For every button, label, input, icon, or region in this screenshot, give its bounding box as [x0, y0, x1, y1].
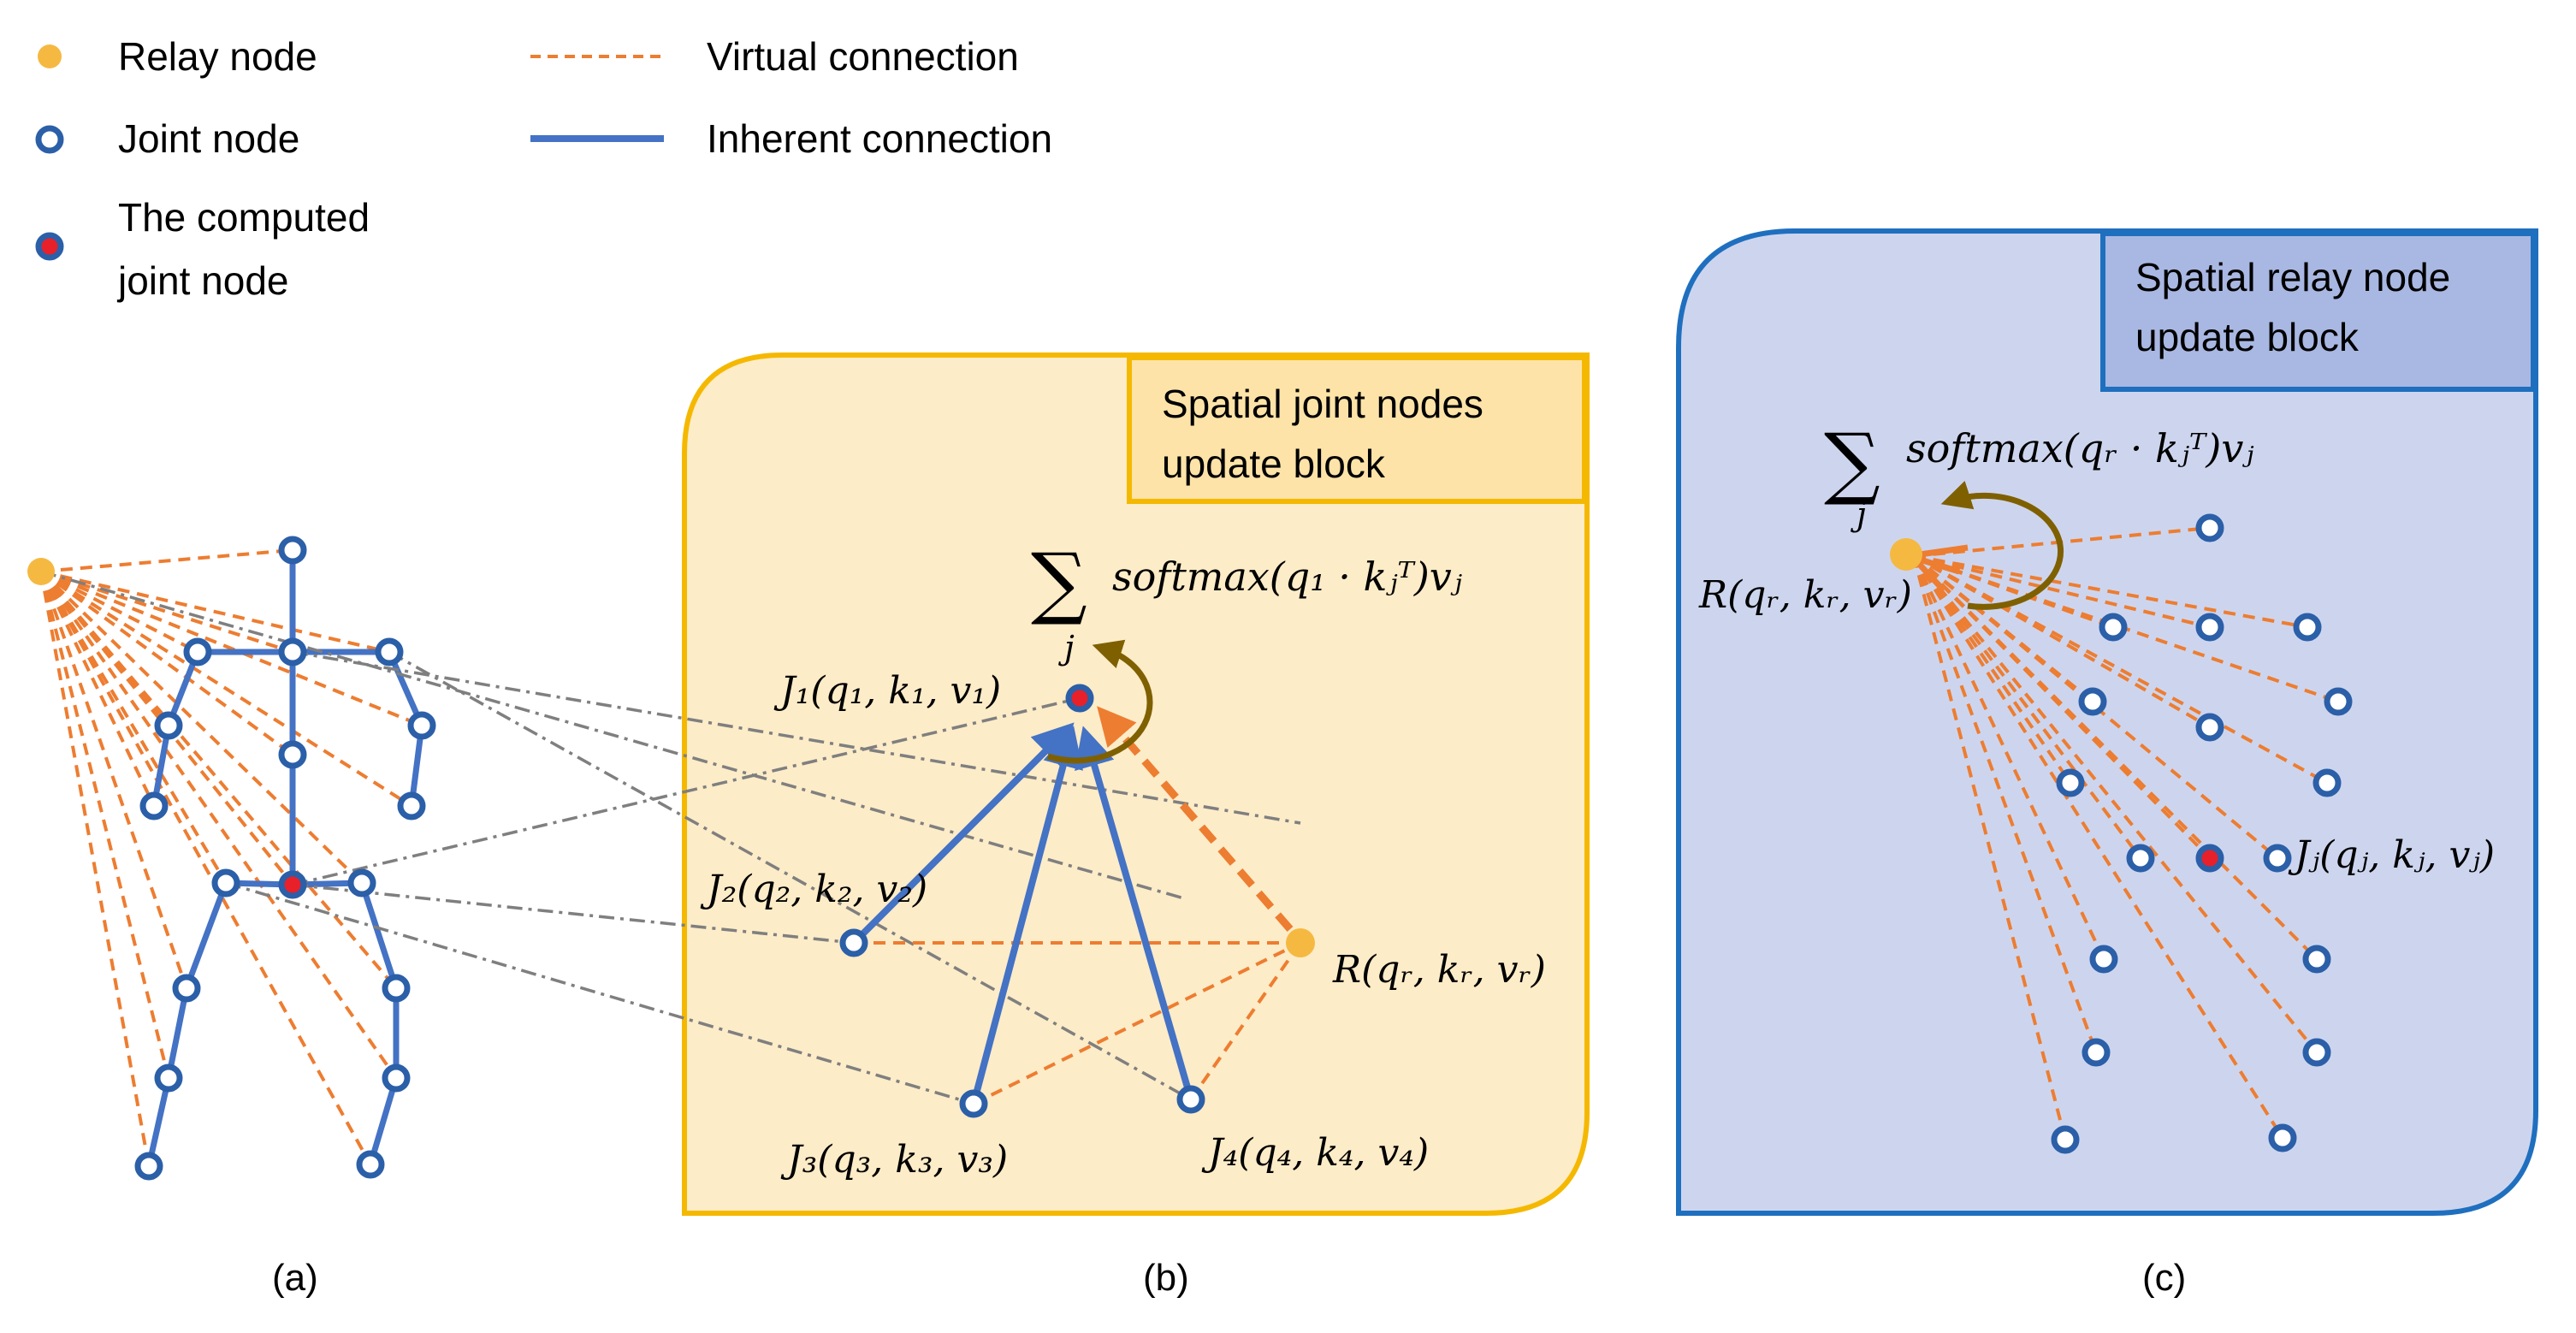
joint-node	[2056, 768, 2085, 797]
joint-node	[2324, 687, 2353, 716]
panel-c-title-1: Spatial relay node	[2135, 255, 2450, 299]
joint-node	[134, 1152, 163, 1181]
panel-b-j4-label: J₄(q₄, k₄, v₄)	[1201, 1131, 1429, 1175]
panel-a-nodes	[134, 536, 436, 1181]
panel-c-relay-arrows	[1916, 544, 1969, 593]
joint-node	[2089, 945, 2118, 974]
panel-b-computed-node-j1	[1065, 684, 1094, 713]
legend-joint-label: Joint node	[118, 116, 299, 161]
joint-node-j2	[839, 928, 868, 957]
legend-computed-label-1: The computed	[118, 195, 370, 240]
joint-node	[154, 711, 183, 740]
panel-c-nodes	[2051, 513, 2353, 1154]
panel-b-box	[682, 353, 1590, 1216]
panel-c-computed-node	[2195, 844, 2224, 873]
panel-a-label: (a)	[272, 1257, 318, 1299]
panel-c-self-attention-arrow	[1940, 480, 2064, 610]
legend: Relay node Joint node The computed joint…	[35, 34, 1052, 303]
joint-node	[154, 1063, 183, 1093]
panel-c-relay-node	[1890, 538, 1922, 571]
joint-node	[2078, 687, 2107, 716]
joint-node	[2099, 613, 2128, 642]
panel-b-j3-label: J₃(q₃, k₃, v₃)	[780, 1138, 1008, 1182]
joint-node	[139, 791, 169, 821]
cross-panel-links	[40, 570, 1301, 1105]
panel-b-title-2: update block	[1162, 441, 1386, 486]
panel-b-relay-node	[1286, 928, 1315, 957]
joint-node	[278, 536, 307, 565]
joint-node	[2263, 844, 2292, 873]
joint-node	[278, 637, 307, 666]
panel-c-jj-label: Jⱼ(qⱼ, kⱼ, vⱼ)	[2288, 833, 2495, 877]
joint-node	[375, 637, 404, 666]
panel-b-relay-arrow	[1097, 706, 1294, 932]
joint-node	[2268, 1123, 2297, 1152]
legend-relay-icon	[38, 44, 62, 68]
panel-c-r-label: R(qᵣ, kᵣ, vᵣ)	[1698, 573, 1912, 617]
panel-b-title-1: Spatial joint nodes	[1162, 382, 1483, 426]
legend-computed-label-2: joint node	[116, 258, 289, 303]
joint-node	[183, 637, 212, 666]
panel-c-sum-symbol: ∑	[1824, 417, 1880, 508]
joint-node	[211, 868, 240, 898]
joint-node	[2312, 768, 2342, 797]
panel-b-inherent-arrows	[851, 722, 1194, 1105]
joint-node	[356, 1150, 385, 1179]
joint-node	[2051, 1125, 2080, 1154]
joint-node	[2293, 613, 2322, 642]
joint-node	[2126, 844, 2155, 873]
joint-node	[397, 791, 426, 821]
joint-node	[2082, 1038, 2111, 1067]
joint-node	[407, 711, 436, 740]
panel-b-nodes	[839, 928, 1205, 1118]
legend-inherent-label: Inherent connection	[707, 116, 1052, 161]
joint-node	[2302, 1038, 2331, 1067]
panel-b-sum-symbol: ∑	[1031, 536, 1087, 628]
legend-computed-icon	[35, 232, 64, 261]
panel-b-j2-label: J₂(q₂, k₂, v₂)	[700, 868, 927, 911]
joint-node	[2302, 945, 2331, 974]
panel-b-formula: softmax(q₁ · kⱼᵀ)vⱼ	[1112, 554, 1463, 600]
legend-virtual-label: Virtual connection	[707, 34, 1019, 79]
panel-c-title-box	[2100, 231, 2536, 392]
panel-a-computed-node	[278, 870, 307, 899]
panel-b-j1-label: J₁(q₁, k₁, v₁)	[773, 669, 1001, 713]
panel-b-virtual-edges	[854, 941, 1302, 1105]
joint-node	[2195, 513, 2224, 542]
joint-node	[382, 1063, 411, 1093]
panel-c-label: (c)	[2142, 1257, 2186, 1299]
legend-relay-label: Relay node	[118, 34, 317, 79]
panel-c-title-2: update block	[2135, 315, 2360, 359]
panel-b-self-attention-arrow	[1046, 639, 1153, 764]
joint-node	[347, 868, 376, 898]
joint-node	[2195, 613, 2224, 642]
joint-node	[172, 974, 201, 1003]
panel-a-virtual-edges	[39, 548, 423, 1167]
joint-node	[2195, 713, 2224, 742]
legend-joint-icon	[35, 125, 64, 154]
joint-node-j4	[1176, 1085, 1205, 1114]
panel-b-r-label: R(qᵣ, kᵣ, vᵣ)	[1332, 948, 1546, 992]
joint-node	[278, 740, 307, 769]
panel-a-relay-node	[27, 558, 55, 585]
panel-b-label: (b)	[1143, 1257, 1189, 1299]
joint-node	[382, 974, 411, 1003]
panel-b-title-box	[1127, 355, 1587, 504]
panel-c-formula: softmax(qᵣ · kⱼᵀ)vⱼ	[1906, 425, 2254, 471]
joint-node-j3	[959, 1089, 988, 1118]
